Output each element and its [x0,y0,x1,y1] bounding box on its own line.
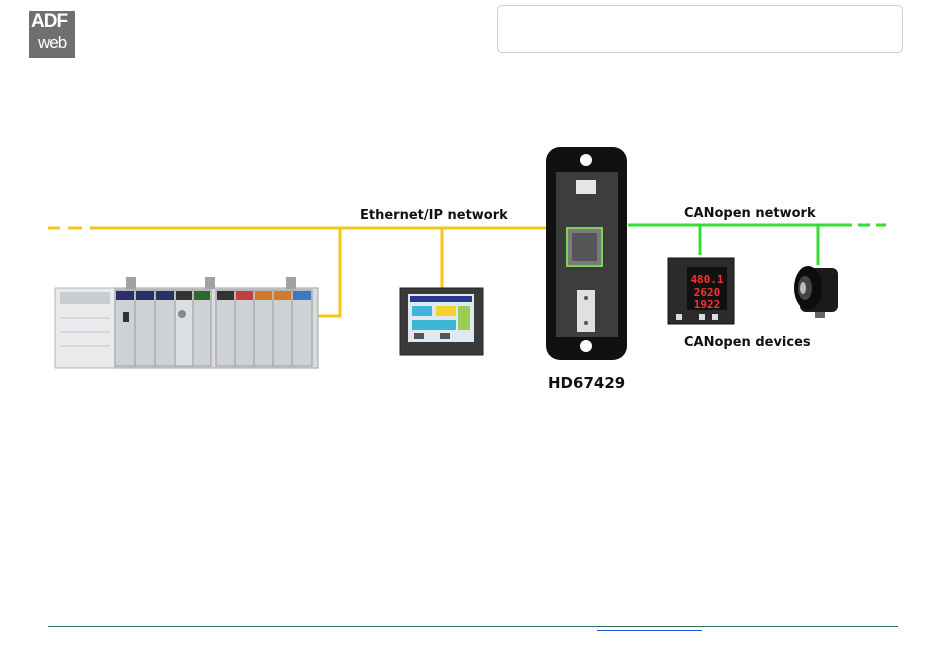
footer-divider [48,626,898,627]
meter-reading-3: 1922 [694,298,721,311]
gateway-model-label: HD67429 [548,374,625,392]
ethernet-network-label: Ethernet/IP network [360,208,508,223]
footer-link[interactable] [597,630,702,632]
canopen-devices-label: CANopen devices [684,335,811,350]
canopen-network-line [628,225,886,265]
canopen-network-label: CANopen network [684,206,816,221]
encoder-device [794,266,838,318]
gateway-hd67429-device [546,147,627,360]
hmi-panel-device [400,288,483,355]
plc-rack-device [55,277,318,368]
meter-reading-1: 480.1 [690,273,723,286]
